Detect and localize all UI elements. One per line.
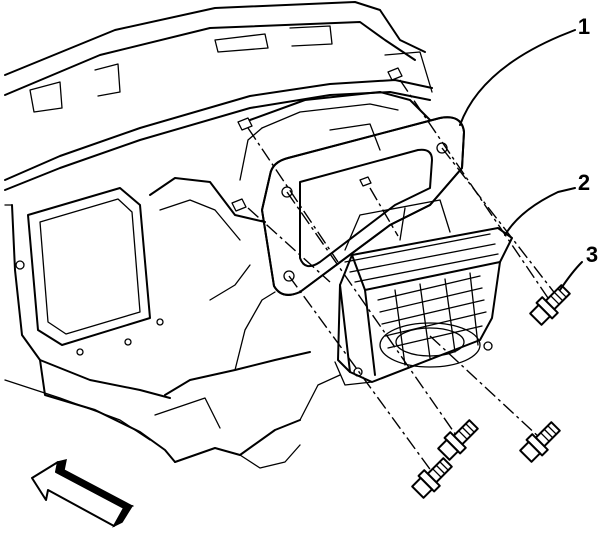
instrument-panel <box>4 1 433 469</box>
callout-1: 1 <box>578 14 590 39</box>
gasket-seal <box>261 116 465 296</box>
bolt-center-right <box>519 421 561 463</box>
leader-lines <box>459 29 583 291</box>
alignment-lines <box>247 79 561 473</box>
air-vent-housing <box>334 199 513 386</box>
callout-2: 2 <box>578 170 590 195</box>
bolt-right <box>529 284 571 326</box>
bolt-center-left <box>437 419 479 461</box>
callout-3: 3 <box>586 242 598 267</box>
forward-direction-arrow-icon <box>31 458 135 528</box>
bolt-bottom <box>411 457 453 499</box>
